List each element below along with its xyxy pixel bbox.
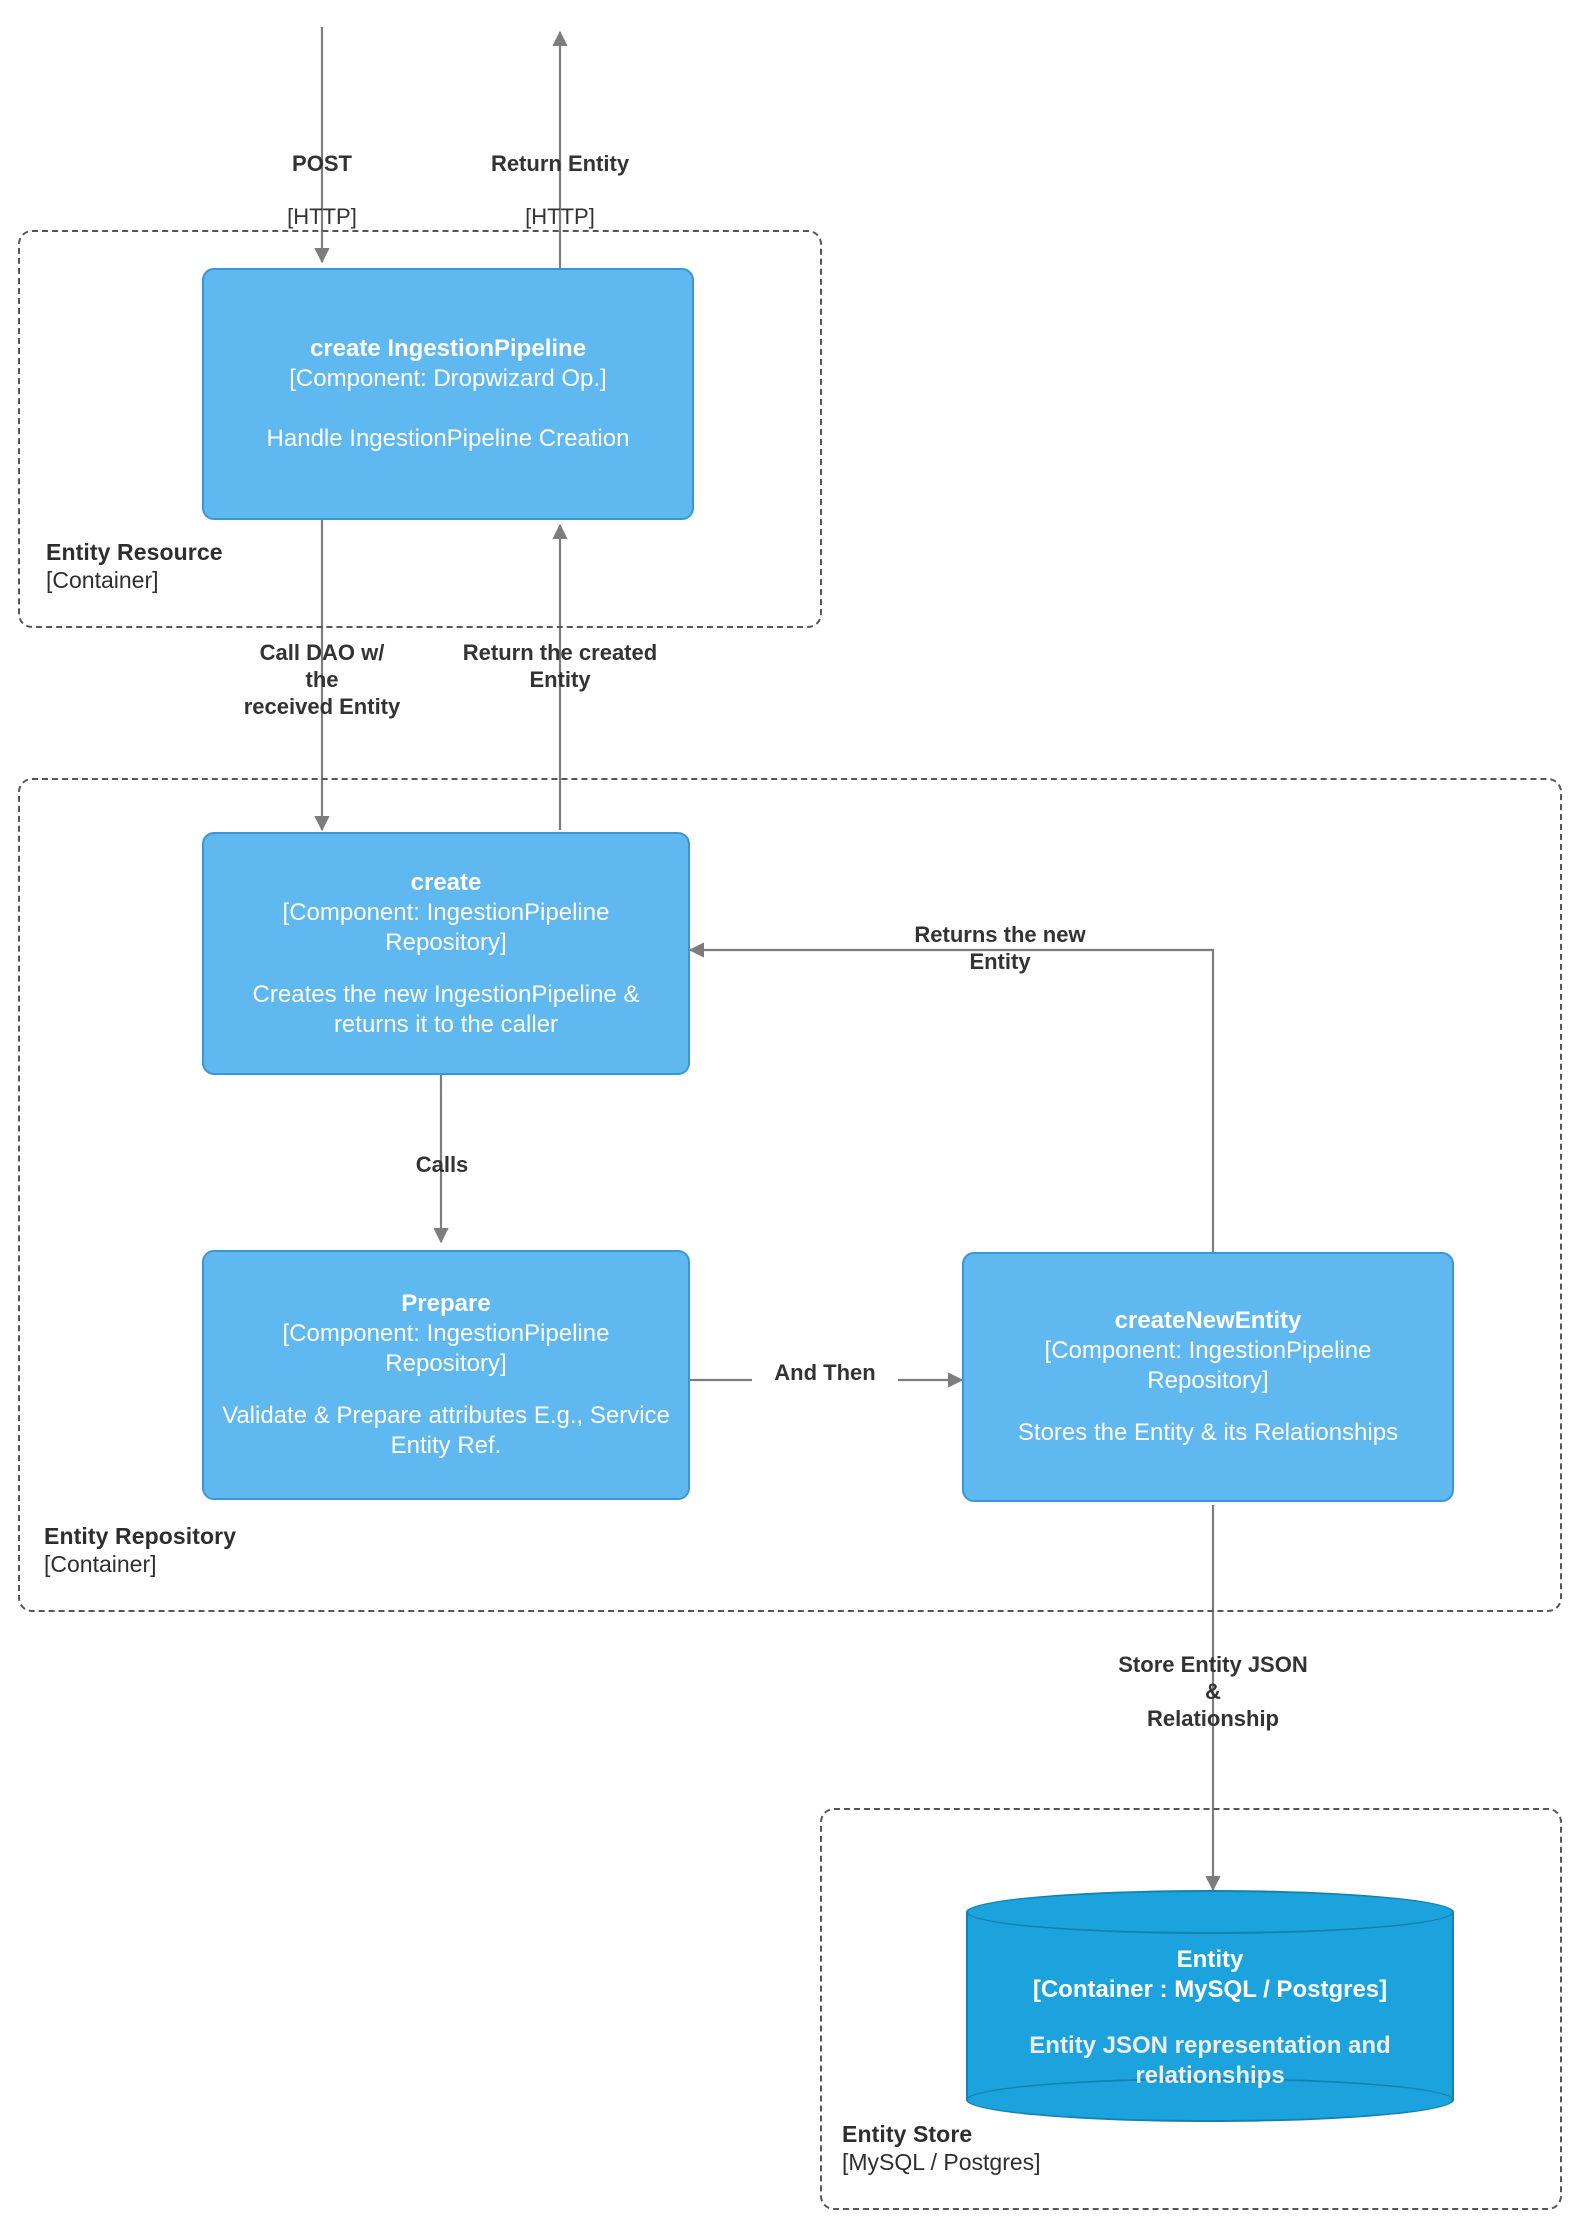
edge-label-return-created-entity: Return the created Entity [462,640,658,692]
node-tech: [Component: Dropwizard Op.] [289,365,607,392]
boundary-tech: [Container] [44,1551,157,1578]
database-tech: [Container : MySQL / Postgres] [1032,1976,1388,2003]
boundary-tech: [MySQL / Postgres] [842,2149,1041,2176]
boundary-entity-repository [18,778,1562,1612]
database-entity[interactable]: Entity [Container : MySQL / Postgres] En… [966,1890,1454,2122]
edge-label-and-then: And Then [752,1360,898,1387]
node-create-ingestion-pipeline[interactable]: create IngestionPipeline [Component: Dro… [202,268,694,520]
node-tech: [Component: IngestionPipeline Repository… [282,898,610,956]
boundary-entity-store [820,1808,1562,2210]
node-title: Prepare [401,1290,491,1317]
node-prepare[interactable]: Prepare [Component: IngestionPipeline Re… [202,1250,690,1500]
node-title: create [410,868,482,896]
edge-label-calls: Calls [415,1152,469,1177]
cylinder-body [966,1912,1454,2100]
edge-label-return-entity: Return Entity [HTTP] [440,124,680,258]
node-description: Stores the Entity & its Relationships [1017,1419,1399,1446]
edge-label-tech: [HTTP] [525,204,595,230]
boundary-label-entity-resource: Entity Resource [Container] [46,538,223,594]
node-tech: [Component: IngestionPipeline Repository… [282,1320,610,1377]
boundary-label-entity-repository: Entity Repository [Container] [44,1522,236,1578]
boundary-label-entity-store: Entity Store [MySQL / Postgres] [842,2120,1041,2176]
edge-label-text: POST [292,150,352,176]
boundary-title: Entity Store [842,2121,973,2147]
boundary-title: Entity Repository [44,1523,237,1549]
edge-label-returns-new-entity: Returns the new Entity [914,922,1086,974]
edge-label-post: POST [HTTP] [222,124,422,258]
node-tech: [Component: IngestionPipeline Repository… [1044,1337,1372,1394]
node-create-new-entity[interactable]: createNewEntity [Component: IngestionPip… [962,1252,1454,1502]
cylinder-bottom [966,2078,1454,2122]
node-title: create IngestionPipeline [309,335,587,362]
node-title: createNewEntity [1114,1307,1302,1334]
cylinder-top [966,1890,1454,1934]
node-description: Validate & Prepare attributes E.g., Serv… [222,1402,670,1459]
edge-label-call-dao: Call DAO w/ the received Entity [243,640,401,719]
database-description: Entity JSON representation and relations… [1029,2032,1391,2089]
edge-label-store-entity-json: Store Entity JSON & Relationship [1118,1652,1308,1731]
database-title: Entity [1176,1946,1244,1973]
boundary-tech: [Container] [46,567,159,594]
edge-label-text: Return Entity [490,150,630,176]
database-text: Entity [Container : MySQL / Postgres] En… [966,1934,1454,2102]
edge-label-tech: [HTTP] [287,204,357,230]
node-description: Creates the new IngestionPipeline & retu… [252,980,640,1038]
boundary-entity-resource [18,230,822,628]
node-description: Handle IngestionPipeline Creation [266,425,630,452]
node-create[interactable]: create [Component: IngestionPipeline Rep… [202,832,690,1075]
boundary-title: Entity Resource [46,539,223,565]
